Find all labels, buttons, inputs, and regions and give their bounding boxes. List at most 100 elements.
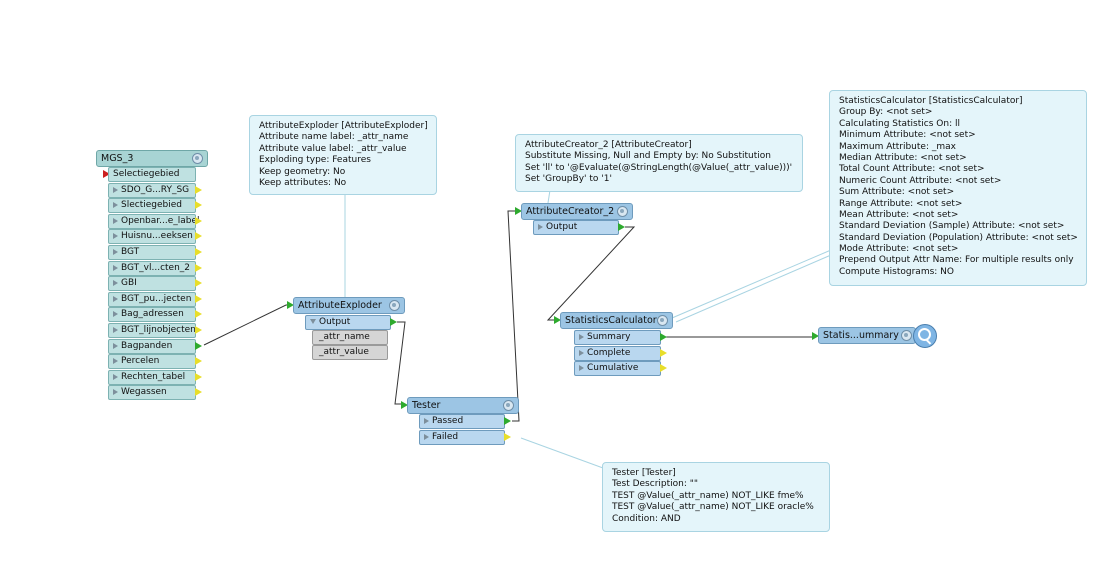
expand-arrow-icon[interactable]: [113, 389, 118, 395]
expand-arrow-icon[interactable]: [113, 218, 118, 224]
output-port-passed[interactable]: Passed: [419, 414, 505, 429]
output-port-connector[interactable]: [195, 357, 202, 365]
annotation-line: Keep attributes: No: [259, 177, 347, 188]
output-port[interactable]: Output: [305, 315, 391, 330]
gear-icon[interactable]: [617, 206, 628, 217]
output-port-connector[interactable]: [504, 417, 511, 425]
input-port-connector[interactable]: [812, 332, 819, 340]
expand-arrow-icon[interactable]: [538, 224, 543, 230]
magnifier-icon[interactable]: [913, 324, 937, 348]
reader-output-port[interactable]: Percelen: [108, 354, 196, 369]
reader-output-port[interactable]: SDO_G...RY_SG: [108, 183, 196, 198]
expand-arrow-icon[interactable]: [579, 350, 584, 356]
output-port-connector[interactable]: [195, 373, 202, 381]
output-port-connector[interactable]: [504, 433, 511, 441]
wire-bagpanden-to-exploder: [203, 304, 293, 346]
expand-arrow-icon[interactable]: [113, 358, 118, 364]
expand-arrow-icon[interactable]: [113, 343, 118, 349]
expand-arrow-icon[interactable]: [113, 187, 118, 193]
output-port-summary[interactable]: Summary: [574, 330, 661, 345]
gear-icon[interactable]: [503, 400, 514, 411]
port-label: SDO_G...RY_SG: [121, 185, 190, 195]
input-port-connector[interactable]: [103, 170, 110, 178]
output-port-connector[interactable]: [195, 295, 202, 303]
reader-output-port[interactable]: BGT_pu...jecten: [108, 292, 196, 307]
annotation-attribute-exploder[interactable]: AttributeExploder [AttributeExploder] At…: [249, 115, 437, 195]
input-port-connector[interactable]: [515, 207, 522, 215]
gear-icon[interactable]: [192, 153, 203, 164]
expand-arrow-icon[interactable]: [113, 280, 118, 286]
input-port-connector[interactable]: [554, 316, 561, 324]
port-label: Passed: [432, 416, 464, 426]
expand-arrow-icon[interactable]: [113, 327, 118, 333]
annotation-line: TEST @Value(_attr_name) NOT_LIKE fme%: [612, 490, 804, 501]
output-port-connector[interactable]: [618, 223, 625, 231]
expand-arrow-icon[interactable]: [113, 202, 118, 208]
expand-arrow-icon[interactable]: [113, 265, 118, 271]
expand-arrow-icon[interactable]: [579, 334, 584, 340]
annotation-line: Sum Attribute: <not set>: [839, 187, 955, 198]
reader-input-port[interactable]: Selectiegebied: [108, 167, 196, 182]
attribute-exploder-header[interactable]: AttributeExploder: [293, 297, 405, 314]
output-port-connector[interactable]: [195, 310, 202, 318]
output-port-cumulative[interactable]: Cumulative: [574, 361, 661, 376]
output-port-connector[interactable]: [660, 349, 667, 357]
output-port[interactable]: Output: [533, 220, 619, 235]
annotation-statistics-calculator[interactable]: StatisticsCalculator [StatisticsCalculat…: [829, 90, 1087, 286]
reader-output-port[interactable]: Bagpanden: [108, 339, 196, 354]
output-port-connector[interactable]: [195, 201, 202, 209]
reader-output-port[interactable]: Slectiegebied: [108, 198, 196, 213]
annotation-line: Compute Histograms: NO: [839, 266, 954, 277]
expand-arrow-icon[interactable]: [113, 311, 118, 317]
output-port-connector[interactable]: [390, 318, 397, 326]
collapse-arrow-icon[interactable]: [310, 319, 316, 324]
gear-icon[interactable]: [657, 315, 668, 326]
reader-output-port[interactable]: BGT_vl...cten_2: [108, 261, 196, 276]
gear-icon[interactable]: [901, 330, 912, 341]
output-port-connector[interactable]: [195, 279, 202, 287]
statistics-calculator-header[interactable]: StatisticsCalculator: [560, 312, 673, 329]
reader-output-port[interactable]: Openbar...e_label: [108, 214, 200, 229]
annotation-tester[interactable]: Tester [Tester] Test Description: "" TES…: [602, 462, 830, 532]
reader-output-port[interactable]: BGT: [108, 245, 196, 260]
attribute-label: _attr_value: [319, 347, 369, 357]
expand-arrow-icon[interactable]: [579, 365, 584, 371]
reader-output-port[interactable]: Huisnu...eeksen: [108, 229, 196, 244]
reader-output-port[interactable]: Bag_adressen: [108, 307, 196, 322]
input-port-connector[interactable]: [401, 401, 408, 409]
port-label: BGT_pu...jecten: [121, 294, 192, 304]
output-port-complete[interactable]: Complete: [574, 346, 661, 361]
output-port-connector[interactable]: [660, 364, 667, 372]
reader-header[interactable]: MGS_3: [96, 150, 208, 167]
output-port-connector[interactable]: [195, 186, 202, 194]
tester-header[interactable]: Tester: [407, 397, 519, 414]
output-port-failed[interactable]: Failed: [419, 430, 505, 445]
output-port-connector[interactable]: [195, 232, 202, 240]
expand-arrow-icon[interactable]: [424, 418, 429, 424]
port-label: BGT_vl...cten_2: [121, 263, 191, 273]
reader-output-port[interactable]: Wegassen: [108, 385, 196, 400]
output-port-connector[interactable]: [195, 264, 202, 272]
expand-arrow-icon[interactable]: [113, 249, 118, 255]
gear-icon[interactable]: [389, 300, 400, 311]
annotation-attribute-creator[interactable]: AttributeCreator_2 [AttributeCreator] Su…: [515, 134, 803, 192]
output-port-connector[interactable]: [195, 326, 202, 334]
annotation-line: Attribute value label: _attr_value: [259, 143, 407, 154]
expand-arrow-icon[interactable]: [113, 296, 118, 302]
port-label: Selectiegebied: [113, 169, 180, 179]
output-port-connector[interactable]: [195, 342, 202, 350]
expand-arrow-icon[interactable]: [113, 233, 118, 239]
attribute-creator-header[interactable]: AttributeCreator_2: [521, 203, 633, 220]
reader-output-port[interactable]: GBI: [108, 276, 196, 291]
reader-output-port[interactable]: BGT_lijnobjecten: [108, 323, 196, 338]
expand-arrow-icon[interactable]: [424, 434, 429, 440]
inspector-header[interactable]: Statis...ummary: [818, 327, 916, 344]
output-port-connector[interactable]: [195, 388, 202, 396]
expand-arrow-icon[interactable]: [113, 374, 118, 380]
reader-output-port[interactable]: Rechten_tabel: [108, 370, 196, 385]
output-port-connector[interactable]: [660, 333, 667, 341]
output-port-connector[interactable]: [195, 248, 202, 256]
output-port-connector[interactable]: [195, 217, 202, 225]
annotation-line: Test Description: "": [612, 479, 699, 490]
input-port-connector[interactable]: [287, 301, 294, 309]
